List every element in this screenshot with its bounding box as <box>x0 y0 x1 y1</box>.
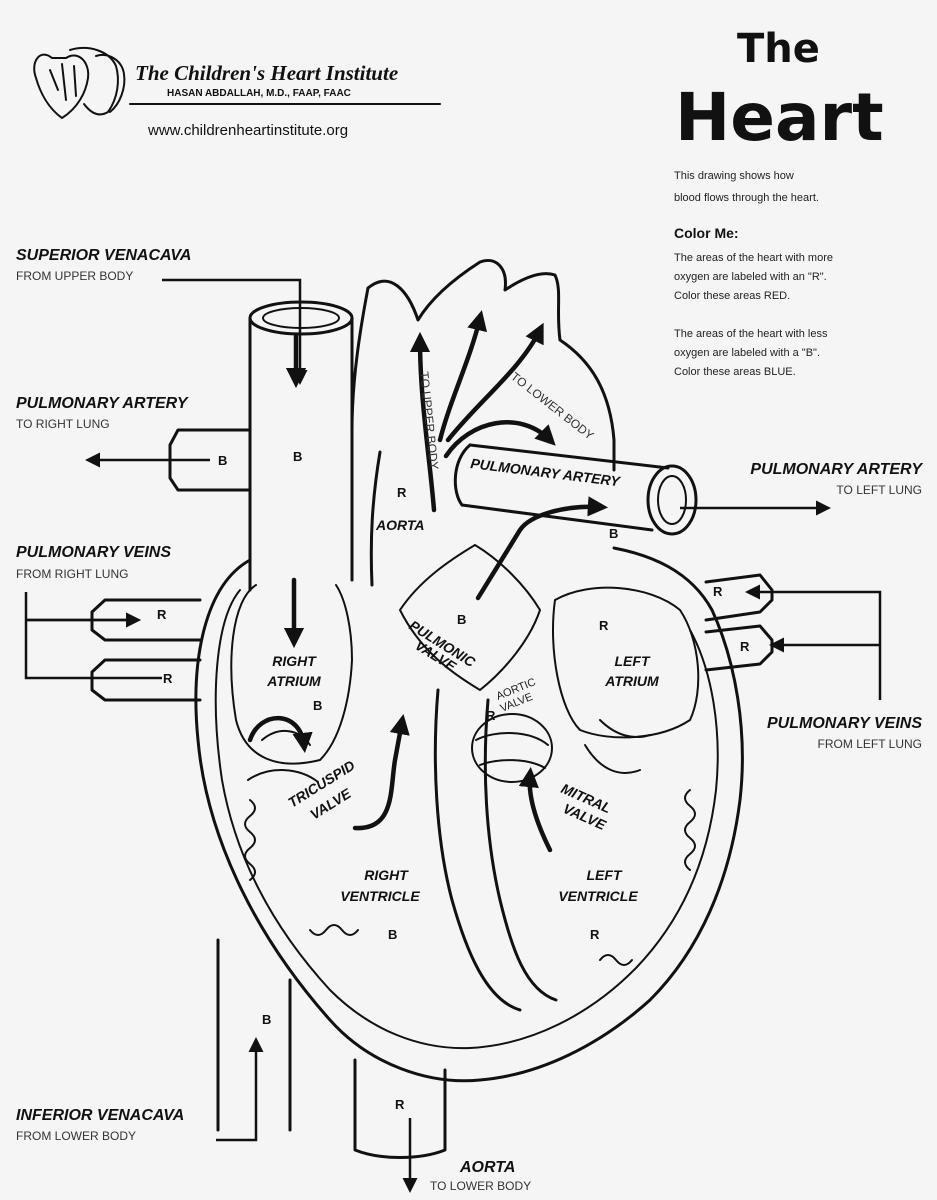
label-pulmonary-artery-left: PULMONARY ARTERY <box>750 461 923 478</box>
label-pulmonary-veins-right: PULMONARY VEINS <box>16 544 171 561</box>
label-pulmonary-veins-left: PULMONARY VEINS <box>767 715 922 732</box>
inferior-vena-cava <box>216 938 292 1132</box>
label-to-upper-body: TO UPPER BODY <box>417 371 441 470</box>
letter-rpv1-r: R <box>157 607 167 622</box>
left-atrium-chamber <box>552 586 700 739</box>
label-left-atrium-2: ATRIUM <box>604 673 659 689</box>
institute-doctor: HASAN ABDALLAH, M.D., FAAP, FAAC <box>167 88 351 99</box>
letter-lpv1-r: R <box>713 584 723 599</box>
letter-la-r: R <box>599 618 609 633</box>
tricuspid-valve-leaflets <box>247 730 319 783</box>
letter-aortic-r: R <box>486 708 496 723</box>
label-pulmonary-veins-left-sub: FROM LEFT LUNG <box>818 737 922 751</box>
label-left-atrium-1: LEFT <box>615 653 651 669</box>
color-blue-line-1: The areas of the heart with less <box>674 328 828 340</box>
letter-daorta-r: R <box>395 1097 405 1112</box>
letter-aorta-r: R <box>397 485 407 500</box>
pulmonary-artery-trunk <box>453 443 698 536</box>
intro-line-1: This drawing shows how <box>674 170 794 182</box>
label-inferior-venacava: INFERIOR VENACAVA <box>16 1107 184 1124</box>
institute-logo <box>33 47 126 119</box>
letter-rv-b: B <box>388 927 397 942</box>
heart-inner-wall <box>214 589 719 1050</box>
label-right-ventricle-2: VENTRICLE <box>340 888 420 904</box>
color-blue-line-2: oxygen are labeled with a "B". <box>674 347 820 359</box>
letter-svc-b: B <box>293 449 302 464</box>
color-me-heading: Color Me: <box>674 225 739 241</box>
heart-outer-wall <box>194 546 744 1083</box>
aortic-arch <box>350 259 616 587</box>
label-left-ventricle-2: VENTRICLE <box>558 888 638 904</box>
color-red-line-3: Color these areas RED. <box>674 290 790 302</box>
letter-rpv2-r: R <box>163 671 173 686</box>
title-the: The <box>737 26 820 72</box>
letter-pulmonic-b: B <box>457 612 466 627</box>
institute-url: www.childrenheartinstitute.org <box>147 122 348 139</box>
label-superior-venacava: SUPERIOR VENACAVA <box>16 247 191 264</box>
label-to-lower-body: TO LOWER BODY <box>508 369 596 442</box>
letter-ra-b: B <box>313 698 322 713</box>
label-right-atrium-2: ATRIUM <box>266 673 321 689</box>
letter-ivc-b: B <box>262 1012 271 1027</box>
letter-lpv2-r: R <box>740 639 750 654</box>
aortic-valve <box>471 713 553 783</box>
label-right-atrium-1: RIGHT <box>272 653 317 669</box>
pulmonic-valve-body <box>399 544 541 691</box>
label-inferior-venacava-sub: FROM LOWER BODY <box>16 1129 136 1143</box>
letter-lv-r: R <box>590 927 600 942</box>
descending-aorta <box>353 1058 447 1159</box>
septum <box>433 688 558 1012</box>
intro-line-2: blood flows through the heart. <box>674 192 819 204</box>
label-right-ventricle-1: RIGHT <box>364 867 409 883</box>
label-aorta: AORTA <box>375 517 424 533</box>
color-red-line-2: oxygen are labeled with an "R". <box>674 271 827 283</box>
label-pulmonary-artery-left-sub: TO LEFT LUNG <box>836 483 922 497</box>
label-aorta-bottom-sub: TO LOWER BODY <box>430 1179 531 1193</box>
right-pulmonary-veins <box>90 598 202 702</box>
letter-rpa-b: B <box>218 453 227 468</box>
label-pulmonary-artery-right: PULMONARY ARTERY <box>16 395 189 412</box>
color-red-line-1: The areas of the heart with more <box>674 252 833 264</box>
label-superior-venacava-sub: FROM UPPER BODY <box>16 269 133 283</box>
color-blue-line-3: Color these areas BLUE. <box>674 366 796 378</box>
right-atrium-chamber <box>230 584 353 765</box>
right-pulmonary-artery <box>168 428 252 492</box>
label-aorta-bottom: AORTA <box>459 1159 515 1176</box>
label-left-ventricle-1: LEFT <box>587 867 623 883</box>
mitral-valve-leaflets <box>584 719 651 774</box>
label-pulmonary-veins-right-sub: FROM RIGHT LUNG <box>16 567 128 581</box>
label-pulmonary-artery-right-sub: TO RIGHT LUNG <box>16 417 110 431</box>
institute-name: The Children's Heart Institute <box>135 61 398 85</box>
title-heart: Heart <box>675 79 884 156</box>
letter-pa-b: B <box>609 526 618 541</box>
